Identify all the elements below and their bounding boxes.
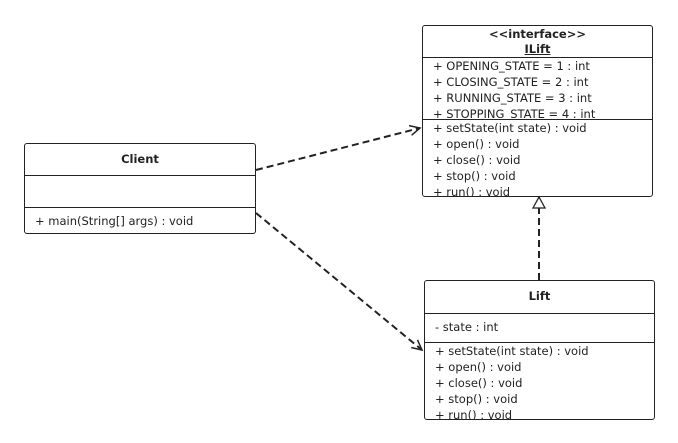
class-name: Client [121, 152, 159, 166]
class-header: Client [25, 144, 255, 176]
attribute: + OPENING_STATE = 1 : int [433, 59, 590, 73]
class-header: <<interface>> ILift [423, 26, 652, 58]
attribute: + RUNNING_STATE = 3 : int [433, 91, 592, 105]
class-header: Lift [425, 281, 654, 314]
methods-section: + setState(int state) : void + open() : … [425, 343, 654, 419]
method: + main(String[] args) : void [35, 214, 194, 228]
method: + setState(int state) : void [435, 344, 589, 358]
dependency-client-ilift[interactable] [255, 128, 420, 171]
class-name: Lift [528, 289, 551, 303]
method: + stop() : void [433, 169, 516, 183]
dependency-client-lift[interactable] [255, 212, 422, 350]
method: + stop() : void [435, 392, 518, 406]
attribute: - state : int [435, 320, 499, 334]
method: + run() : void [435, 408, 513, 419]
method: + run() : void [433, 185, 511, 196]
attributes-section: + OPENING_STATE = 1 : int + CLOSING_STAT… [423, 58, 652, 120]
methods-section: + main(String[] args) : void [25, 208, 255, 229]
stereotype: <<interface>> [488, 27, 587, 41]
method: + open() : void [433, 137, 520, 151]
class-ilift[interactable]: <<interface>> ILift + OPENING_STATE = 1 … [422, 25, 653, 197]
class-client[interactable]: Client + main(String[] args) : void [24, 143, 256, 234]
attribute: + STOPPING_STATE = 4 : int [433, 107, 596, 120]
method: + setState(int state) : void [433, 121, 587, 135]
attribute: + CLOSING_STATE = 2 : int [433, 75, 589, 89]
method: + close() : void [435, 376, 523, 390]
class-lift[interactable]: Lift - state : int + setState(int state)… [424, 280, 655, 420]
class-name: ILift [524, 42, 551, 56]
attributes-section [25, 176, 255, 208]
method: + open() : void [435, 360, 522, 374]
attributes-section: - state : int [425, 314, 654, 343]
methods-section: + setState(int state) : void + open() : … [423, 120, 652, 196]
method: + close() : void [433, 153, 521, 167]
